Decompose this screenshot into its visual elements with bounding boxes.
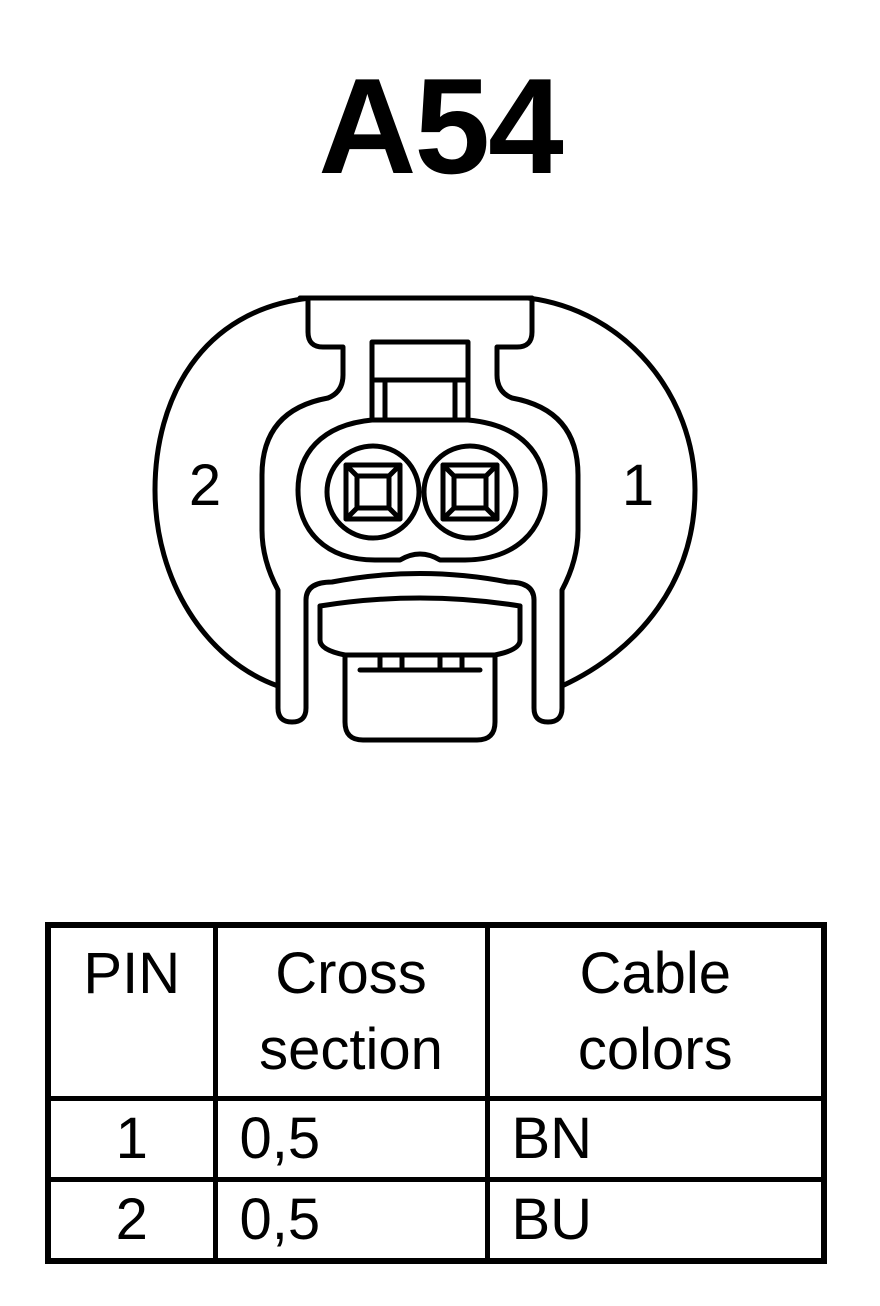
header-pin: PIN — [45, 922, 218, 1101]
bottom-release-tab — [342, 652, 498, 743]
pin-2-label: 2 — [189, 453, 221, 518]
pin-1-label: 1 — [622, 453, 654, 518]
table-row: 1 0,5 BN — [45, 1096, 827, 1182]
cross-section-value: 0,5 — [212, 1096, 490, 1182]
lower-latch-arch — [303, 571, 537, 609]
connector-top-latch-left — [259, 295, 346, 533]
pin-1-cavity — [421, 443, 519, 541]
cross-section-value: 0,5 — [212, 1177, 490, 1264]
cable-color-value: BU — [484, 1177, 827, 1264]
connector-housing-outline — [152, 295, 698, 689]
connector-title: A54 — [318, 50, 564, 202]
connector-right-leg — [531, 527, 581, 725]
table-header-row: PIN Cross section Cable colors — [45, 922, 827, 1101]
connector-top-latch — [297, 295, 581, 533]
header-cable-colors: Cable colors — [484, 922, 827, 1101]
connector-face-diagram: 2 1 — [152, 295, 698, 743]
terminal-cavity-outline — [295, 417, 548, 563]
pin-assignment-table: PIN Cross section Cable colors 1 0,5 BN … — [45, 922, 827, 1264]
pin-1-terminal — [440, 462, 500, 522]
header-cross-section: Cross section — [212, 922, 490, 1101]
connector-left-leg — [259, 527, 309, 725]
pin-2-terminal — [343, 462, 403, 522]
cable-color-value: BN — [484, 1096, 827, 1182]
pin-number: 1 — [45, 1096, 218, 1182]
pin-number: 2 — [45, 1177, 218, 1264]
table-row: 2 0,5 BU — [45, 1177, 827, 1264]
pin-2-cavity — [324, 443, 422, 541]
